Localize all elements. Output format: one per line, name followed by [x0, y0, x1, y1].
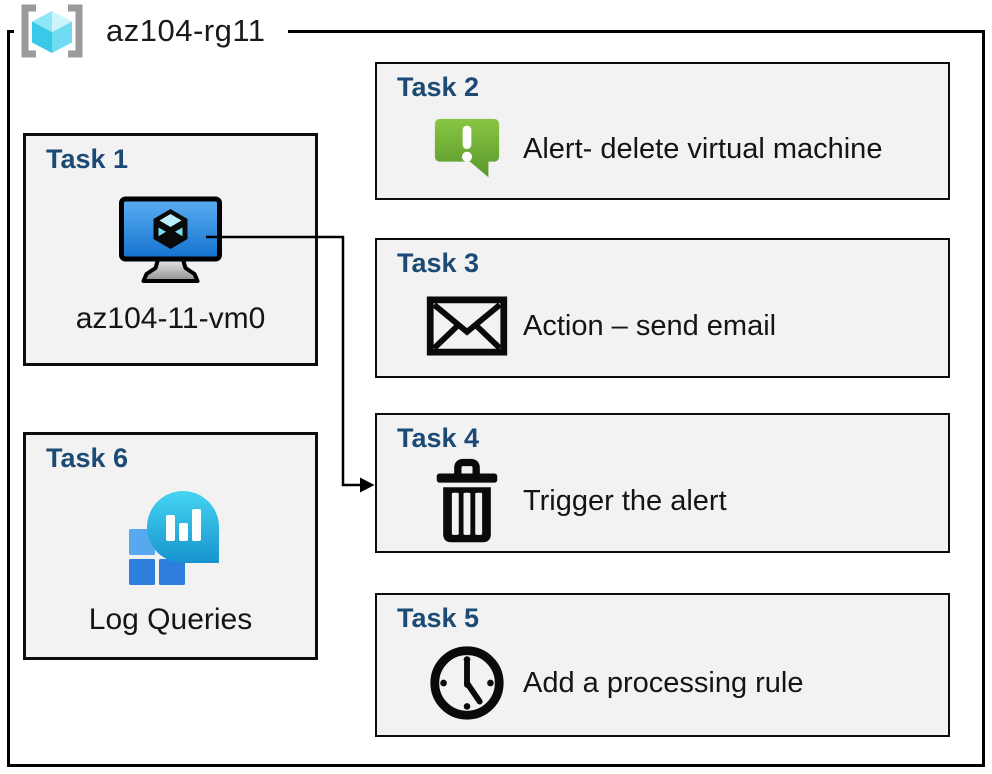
task-2-box: Task 2 Alert- delete virtual machine [375, 62, 950, 200]
trash-icon [411, 457, 523, 545]
task-2-label: Alert- delete virtual machine [523, 132, 883, 165]
task-6-label: Log Queries [88, 603, 253, 636]
alert-message-icon [411, 112, 523, 186]
task-4-title: Task 4 [397, 423, 480, 453]
task-5-title: Task 5 [397, 603, 480, 633]
task-3-label: Action – send email [523, 309, 777, 342]
task-1-box: Task 1 az104-11-vm0 [23, 133, 318, 366]
task-1-label: az104-11-vm0 [75, 302, 266, 335]
email-envelope-icon [411, 296, 523, 356]
task-2-title: Task 2 [397, 72, 480, 102]
task-6-title: Task 6 [46, 443, 129, 473]
log-queries-icon [26, 483, 315, 595]
task-4-box: Task 4 Trigger the alert [375, 413, 950, 553]
task-1-title: Task 1 [46, 144, 129, 174]
virtual-machine-icon [26, 196, 315, 284]
task-5-label: Add a processing rule [523, 666, 804, 699]
resource-group-header: az104-rg11 [14, 2, 288, 60]
task-3-box: Task 3 Action – send email [375, 238, 950, 378]
task-6-box: Task 6 Log Queries [23, 432, 318, 660]
resource-group-icon [14, 4, 90, 58]
task-4-label: Trigger the alert [523, 484, 727, 517]
task-5-box: Task 5 Add a processing rule [375, 593, 950, 737]
clock-icon [411, 642, 523, 724]
task-3-title: Task 3 [397, 248, 480, 278]
resource-group-title: az104-rg11 [106, 13, 266, 48]
